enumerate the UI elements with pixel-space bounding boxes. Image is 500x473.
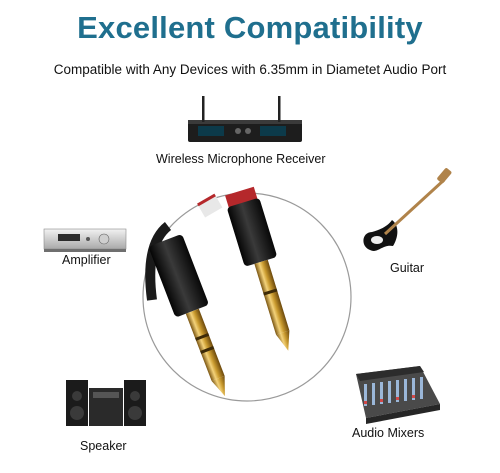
receiver-label: Wireless Microphone Receiver: [156, 152, 326, 166]
amplifier-icon: [43, 228, 127, 252]
speaker-icon: [66, 380, 146, 426]
audio-mixer-icon: [356, 366, 440, 424]
guitar-label: Guitar: [390, 261, 425, 275]
guitar-icon: [363, 168, 452, 251]
speaker-label: Speaker: [80, 439, 127, 453]
page-subtitle: Compatible with Any Devices with 6.35mm …: [53, 62, 447, 77]
wireless-receiver-icon: [188, 96, 302, 142]
mixer-label: Audio Mixers: [352, 426, 425, 440]
amplifier-label: Amplifier: [62, 253, 111, 267]
audio-cable-plugs: [145, 186, 290, 397]
page-title: Excellent Compatibility: [77, 10, 423, 45]
